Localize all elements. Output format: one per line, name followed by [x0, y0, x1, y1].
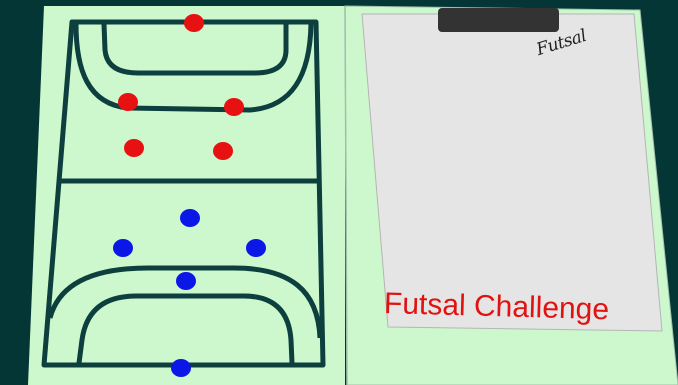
game-title: Futsal Challenge [383, 282, 644, 333]
blue-player-goalkeeper[interactable] [171, 359, 191, 377]
clipboard-clip [438, 8, 559, 32]
blue-player-forward[interactable] [180, 209, 200, 227]
red-player-left-defender[interactable] [118, 93, 138, 111]
blue-player-defender[interactable] [176, 272, 196, 290]
blue-player-left-wing[interactable] [113, 239, 133, 257]
blue-player-right-wing[interactable] [246, 239, 266, 257]
court-panel [28, 6, 345, 385]
red-player-right-forward[interactable] [213, 142, 233, 160]
red-player-right-defender[interactable] [224, 98, 244, 116]
red-player-left-forward[interactable] [124, 139, 144, 157]
red-player-goalkeeper[interactable] [184, 14, 204, 32]
